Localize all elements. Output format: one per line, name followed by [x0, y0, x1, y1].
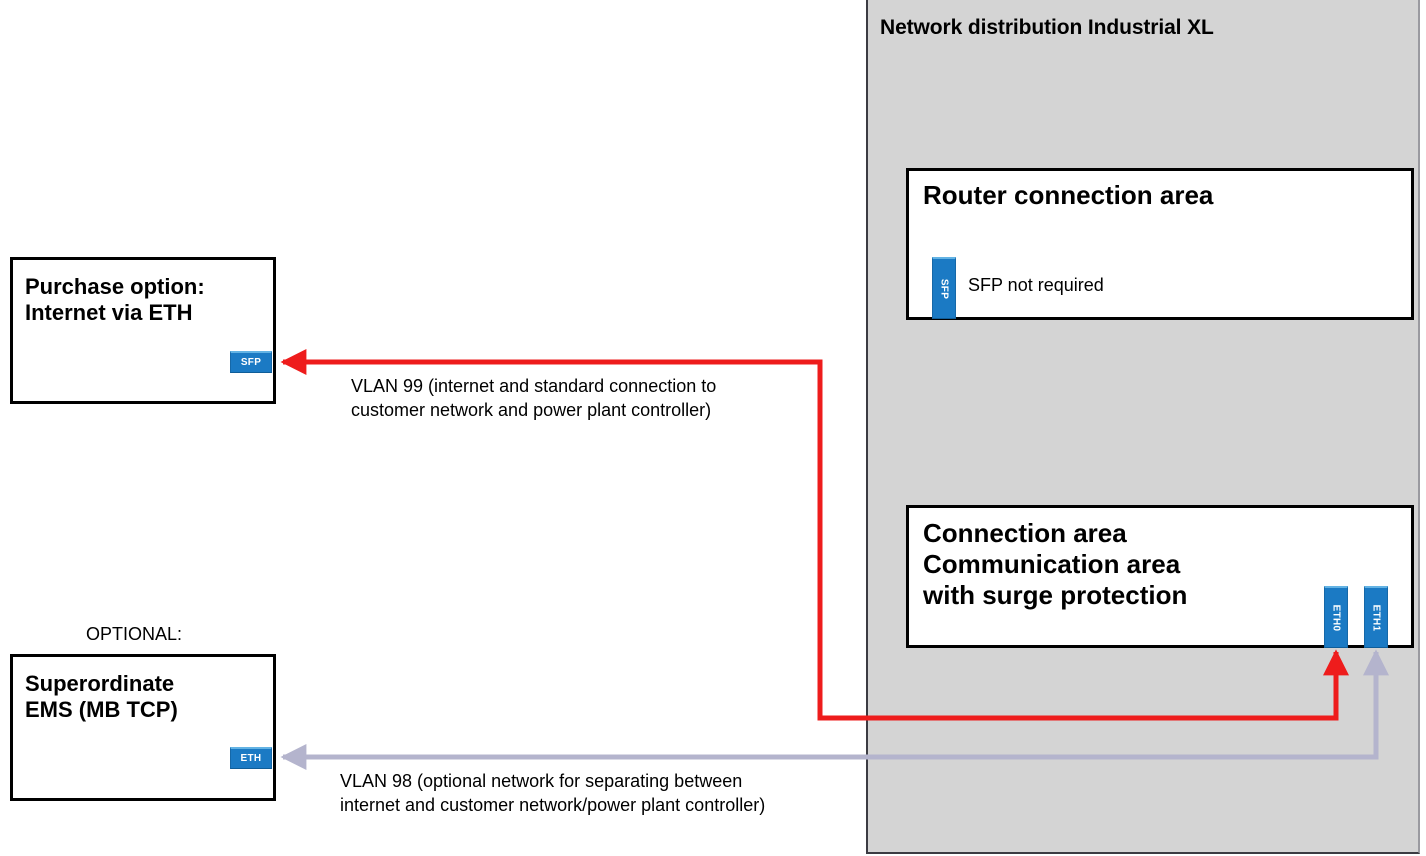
port-sfp-router[interactable]: SFP	[932, 257, 956, 319]
purchase-option-title: Purchase option: Internet via ETH	[25, 274, 205, 326]
vlan98-label: VLAN 98 (optional network for separating…	[340, 771, 766, 815]
port-eth-superordinate-ems[interactable]: ETH	[230, 747, 272, 769]
optional-label: OPTIONAL:	[86, 624, 183, 644]
superordinate-ems-title: Superordinate EMS (MB TCP)	[25, 671, 178, 723]
router-connection-area-box: Router connection area	[906, 168, 1414, 320]
router-connection-area-title: Router connection area	[923, 180, 1214, 210]
port-sfp-purchase-option-label: SFP	[240, 357, 262, 368]
vlan99-label: VLAN 99 (internet and standard connectio…	[351, 376, 717, 420]
superordinate-ems-box: Superordinate EMS (MB TCP)	[10, 654, 276, 801]
port-sfp-purchase-option[interactable]: SFP	[230, 351, 272, 373]
panel-title: Network distribution Industrial XL	[880, 16, 1214, 39]
port-eth-superordinate-ems-label: ETH	[240, 753, 262, 764]
vlan98-connector	[280, 649, 1389, 770]
purchase-option-box: Purchase option: Internet via ETH	[10, 257, 276, 404]
port-eth1[interactable]: ETH1	[1364, 586, 1388, 648]
sfp-not-required-note: SFP not required	[968, 275, 1104, 295]
